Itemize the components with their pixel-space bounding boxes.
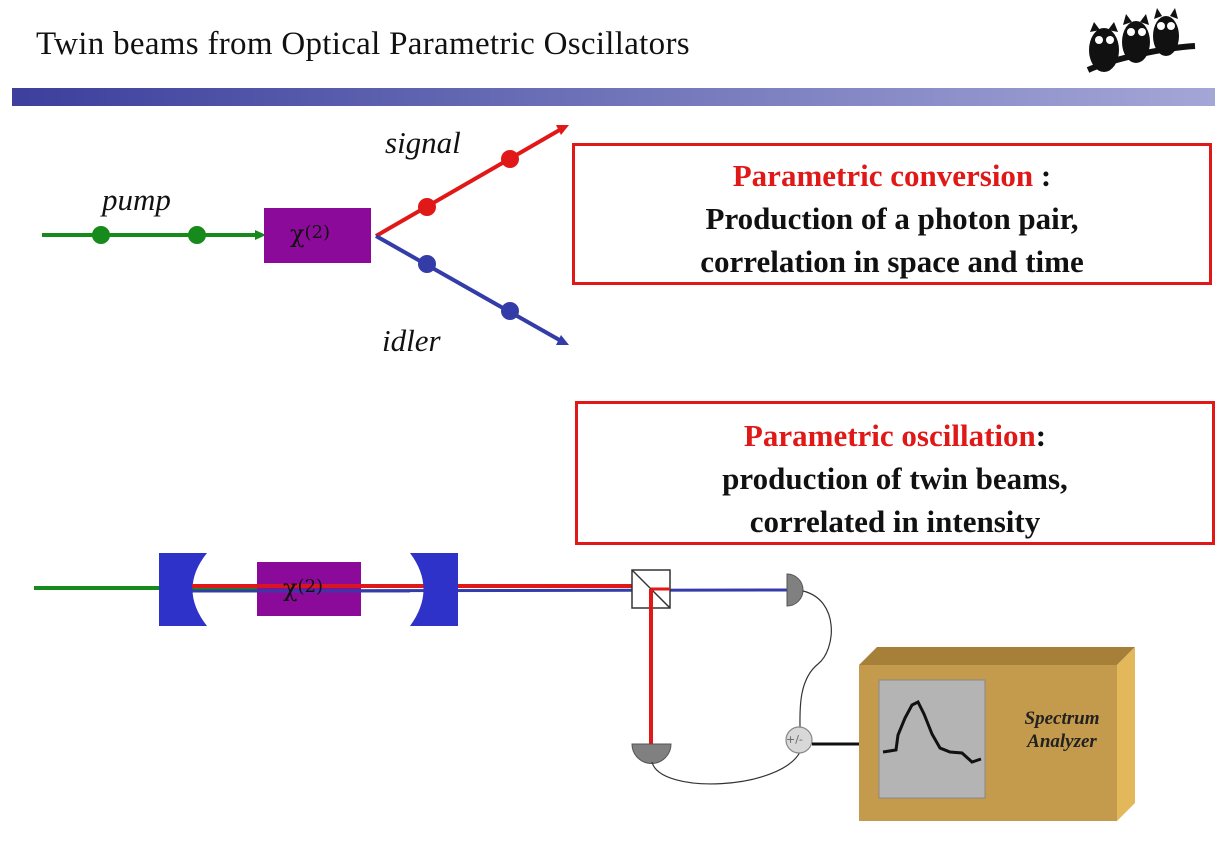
idler-photon	[418, 255, 436, 273]
spectrum-trace	[882, 699, 982, 764]
page-title: Twin beams from Optical Parametric Oscil…	[36, 26, 690, 62]
signal-label: signal	[385, 125, 461, 160]
signal-beam	[374, 125, 569, 238]
detector-cable	[799, 590, 832, 729]
idler-label: idler	[382, 323, 441, 358]
input-mirror	[159, 553, 207, 626]
chi2-label: χ(2)	[290, 220, 331, 248]
analyzer-screen	[878, 679, 986, 799]
pump-photon	[92, 226, 110, 244]
pump-label: pump	[102, 182, 171, 217]
oscillation-line: correlated in intensity	[749, 504, 1041, 539]
output-mirror	[410, 553, 458, 626]
nonlinear-crystal	[264, 208, 371, 263]
subtractor-icon	[785, 726, 813, 754]
oscillation-heading: Parametric oscillation:	[743, 418, 1047, 453]
conversion-line: Production of a photon pair,	[705, 201, 1079, 236]
conversion-line: correlation in space and time	[700, 244, 1084, 279]
opo-crystal	[257, 562, 361, 616]
header-bar	[12, 88, 1215, 106]
oscillation-box: Parametric oscillation: production of tw…	[575, 401, 1215, 545]
idler-beam	[375, 234, 569, 345]
pump-photon	[188, 226, 206, 244]
photodetector-icon	[786, 573, 804, 607]
spectrum-analyzer-label: Spectrum Analyzer	[1024, 708, 1100, 752]
oscillation-line: production of twin beams,	[722, 461, 1068, 496]
idler-photon	[501, 302, 519, 320]
detector-cable	[651, 751, 801, 785]
conversion-box: Parametric conversion : Production of a …	[572, 143, 1212, 285]
owls-logo-icon	[1086, 8, 1196, 73]
signal-photon	[418, 198, 436, 216]
photodetector-icon	[631, 743, 672, 764]
signal-photon	[501, 150, 519, 168]
chi2-label: χ(2)	[283, 574, 324, 602]
subtractor-label: +/-	[786, 733, 803, 746]
pump-beam	[42, 226, 266, 244]
conversion-heading: Parametric conversion :	[732, 158, 1052, 193]
spectrum-analyzer	[859, 647, 1135, 821]
